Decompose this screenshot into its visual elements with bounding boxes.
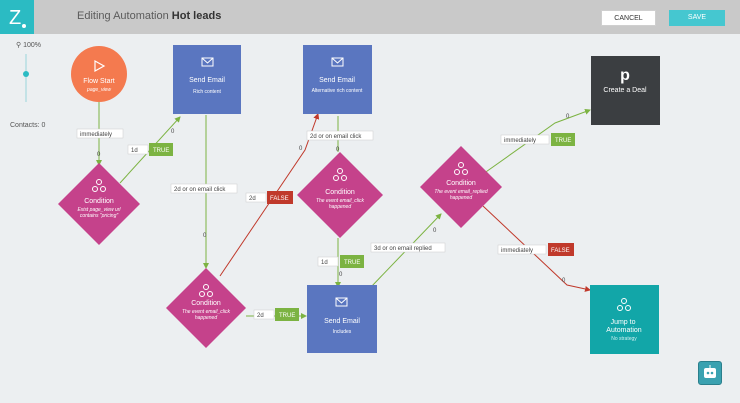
node-subtitle: Exist page_view url contains "pricing" bbox=[77, 207, 121, 219]
edge-label-2d: 2d bbox=[249, 196, 256, 202]
condition-node[interactable]: Condition The event email_click happened bbox=[166, 268, 246, 348]
edge-label-box bbox=[245, 192, 267, 203]
node-title: Flow Start bbox=[83, 78, 115, 85]
edge-label-immediately: immediately bbox=[501, 248, 533, 254]
edge-count: 0 bbox=[562, 278, 566, 284]
edge-count: 0 bbox=[339, 272, 343, 278]
zoom-slider[interactable] bbox=[18, 52, 34, 104]
false-badge bbox=[548, 243, 574, 256]
node-subtitle: The event email_click happened bbox=[181, 309, 231, 321]
save-button[interactable]: SAVE bbox=[669, 10, 725, 26]
edge-label-box bbox=[500, 134, 550, 145]
zoom-slider-handle[interactable] bbox=[23, 71, 29, 77]
edge-label-2d-click: 2d or on email click bbox=[174, 187, 226, 193]
contacts-count: Contacts: 0 bbox=[10, 122, 46, 129]
false-badge-label: FALSE bbox=[270, 196, 289, 202]
node-subtitle: No strategy bbox=[611, 336, 637, 342]
edge-count: 0 bbox=[566, 114, 570, 120]
zoom-level: ⚲ 100% bbox=[16, 41, 41, 49]
title-prefix: Editing Automation bbox=[77, 10, 169, 22]
branch-icon bbox=[333, 168, 347, 181]
condition-node[interactable]: Condition The event email_replied happen… bbox=[420, 146, 502, 228]
svg-text:Z: Z bbox=[9, 7, 21, 29]
send-email-node[interactable]: Send Email Includes bbox=[307, 285, 377, 353]
node-title: Condition bbox=[191, 300, 221, 307]
node-title: Send Email bbox=[324, 318, 360, 325]
edge-label-2d-click: 2d or on email click bbox=[310, 134, 362, 140]
node-title: Create a Deal bbox=[603, 87, 647, 94]
edge-label-box bbox=[253, 309, 275, 320]
zoom-icon: ⚲ bbox=[16, 42, 22, 49]
true-badge bbox=[275, 308, 299, 321]
edge-count: 0 bbox=[433, 228, 437, 234]
edge-count: 0 bbox=[336, 147, 340, 153]
node-title: Condition bbox=[446, 180, 476, 187]
send-email-node[interactable]: Send Email Rich content bbox=[173, 45, 241, 114]
true-badge-label: TRUE bbox=[279, 313, 295, 319]
true-badge-label: TRUE bbox=[555, 138, 571, 144]
zoom-value: 100% bbox=[23, 42, 41, 49]
cancel-button[interactable]: CANCEL bbox=[601, 10, 656, 26]
app-logo-icon[interactable]: Z bbox=[0, 0, 34, 34]
edge-label-box bbox=[127, 144, 149, 155]
branch-icon bbox=[454, 162, 468, 175]
edge-count: 0 bbox=[299, 146, 303, 152]
jump-to-automation-node[interactable]: Jump to Automation No strategy bbox=[590, 285, 659, 354]
edge-label-immediately: immediately bbox=[504, 138, 536, 144]
flow-start-node[interactable]: Flow Start page_view bbox=[71, 46, 127, 102]
branch-icon bbox=[617, 298, 631, 311]
edge-label-box bbox=[497, 244, 547, 255]
edge-label-box bbox=[170, 183, 238, 194]
node-title: Send Email bbox=[189, 77, 225, 84]
help-bot-icon[interactable] bbox=[698, 361, 722, 385]
page-title: Editing Automation Hot leads bbox=[77, 10, 221, 22]
edge-count: 0 bbox=[97, 152, 101, 158]
condition-node[interactable]: Condition The event email_click happened bbox=[297, 152, 383, 238]
node-subtitle: page_view bbox=[86, 87, 111, 93]
automation-name: Hot leads bbox=[171, 10, 222, 22]
node-title: Condition bbox=[84, 198, 114, 205]
envelope-icon bbox=[331, 57, 344, 67]
true-badge bbox=[551, 133, 575, 146]
node-subtitle: Rich content bbox=[193, 89, 221, 95]
edge-count: 0 bbox=[171, 129, 175, 135]
node-subtitle: The event email_replied happened bbox=[434, 189, 488, 201]
node-subtitle: Alternative rich content bbox=[312, 88, 363, 94]
create-deal-node[interactable]: p Create a Deal bbox=[591, 56, 660, 125]
edge-count: 0 bbox=[203, 233, 207, 239]
edge-label-immediately: immediately bbox=[80, 132, 112, 138]
edge-label-box bbox=[76, 128, 124, 139]
envelope-icon bbox=[201, 57, 214, 67]
node-subtitle: Includes bbox=[333, 329, 352, 335]
edge-label-2d: 2d bbox=[257, 313, 264, 319]
true-badge-label: TRUE bbox=[344, 260, 360, 266]
send-email-node[interactable]: Send Email Alternative rich content bbox=[303, 45, 372, 114]
branch-icon bbox=[92, 179, 106, 192]
top-bar: Z Editing Automation Hot leads CANCEL SA… bbox=[0, 0, 740, 34]
pipedrive-icon: p bbox=[620, 67, 630, 84]
false-badge bbox=[267, 191, 293, 204]
play-icon bbox=[94, 59, 106, 73]
node-title: Condition bbox=[325, 189, 355, 196]
edge-label-1d: 1d bbox=[321, 260, 328, 266]
envelope-icon bbox=[335, 297, 348, 307]
false-badge-label: FALSE bbox=[551, 248, 570, 254]
condition-node[interactable]: Condition Exist page_view url contains "… bbox=[58, 163, 140, 245]
node-title-line: Jump to Automation bbox=[606, 319, 642, 334]
true-badge bbox=[340, 255, 364, 268]
node-title: Send Email bbox=[319, 77, 355, 84]
edge-label-box bbox=[306, 130, 374, 141]
node-subtitle: The event email_click happened bbox=[315, 198, 365, 210]
edge-label-box bbox=[317, 256, 339, 267]
true-badge-label: TRUE bbox=[153, 148, 169, 154]
edge-label-3d-replied: 3d or on email replied bbox=[374, 246, 432, 252]
edge-label-1d: 1d bbox=[131, 148, 138, 154]
true-badge bbox=[149, 143, 173, 156]
branch-icon bbox=[199, 284, 213, 297]
edge-label-box bbox=[370, 242, 446, 253]
